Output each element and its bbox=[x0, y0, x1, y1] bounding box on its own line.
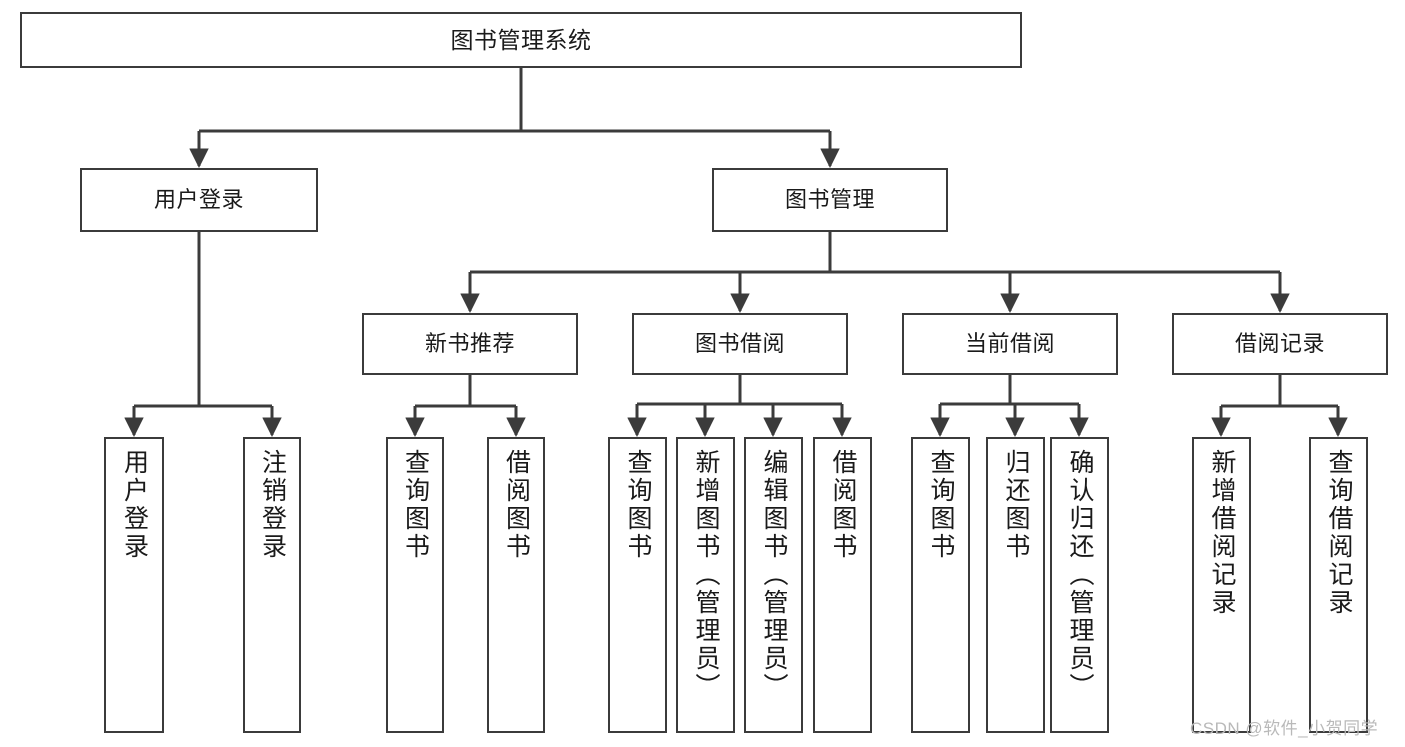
node-user-login-label: 用户登录 bbox=[153, 187, 244, 213]
node-new-book-recommend[interactable]: 新书推荐 bbox=[362, 313, 578, 375]
node-book-management-label: 图书管理 bbox=[784, 187, 875, 213]
node-current-borrow[interactable]: 当前借阅 bbox=[902, 313, 1118, 375]
leaf-user-login-label: 用户登录 bbox=[120, 449, 149, 561]
leaf-user-login[interactable]: 用户登录 bbox=[104, 437, 164, 733]
node-book-borrow-label: 图书借阅 bbox=[694, 331, 785, 357]
leaf-borrow-book[interactable]: 借阅图书 bbox=[813, 437, 872, 733]
leaf-query-book-current[interactable]: 查询图书 bbox=[911, 437, 970, 733]
leaf-query-book-current-label: 查询图书 bbox=[927, 449, 955, 561]
node-current-borrow-label: 当前借阅 bbox=[964, 331, 1055, 357]
node-user-login[interactable]: 用户登录 bbox=[80, 168, 318, 232]
leaf-query-borrow-record[interactable]: 查询借阅记录 bbox=[1309, 437, 1368, 733]
leaf-query-book-recommend-label: 查询图书 bbox=[401, 449, 430, 561]
leaf-return-book-label: 归还图书 bbox=[1002, 449, 1030, 561]
leaf-add-book[interactable]: 新增图书（管理员） bbox=[676, 437, 735, 733]
leaf-edit-book[interactable]: 编辑图书（管理员） bbox=[744, 437, 803, 733]
leaf-query-book-borrow[interactable]: 查询图书 bbox=[608, 437, 667, 733]
node-borrow-record-label: 借阅记录 bbox=[1234, 331, 1325, 357]
leaf-query-book-borrow-label: 查询图书 bbox=[624, 449, 652, 561]
leaf-borrow-book-recommend-label: 借阅图书 bbox=[502, 449, 531, 561]
node-new-book-recommend-label: 新书推荐 bbox=[424, 331, 515, 357]
leaf-return-book[interactable]: 归还图书 bbox=[986, 437, 1045, 733]
node-borrow-record[interactable]: 借阅记录 bbox=[1172, 313, 1388, 375]
leaf-add-book-label: 新增图书（管理员） bbox=[692, 449, 720, 701]
leaf-borrow-book-recommend[interactable]: 借阅图书 bbox=[487, 437, 545, 733]
leaf-borrow-book-label: 借阅图书 bbox=[829, 449, 857, 561]
leaf-edit-book-label: 编辑图书（管理员） bbox=[760, 449, 788, 701]
node-root-label: 图书管理系统 bbox=[450, 26, 592, 53]
leaf-query-borrow-record-label: 查询借阅记录 bbox=[1325, 449, 1353, 617]
leaf-logout-label: 注销登录 bbox=[258, 449, 287, 561]
leaf-query-book-recommend[interactable]: 查询图书 bbox=[386, 437, 444, 733]
node-book-management[interactable]: 图书管理 bbox=[712, 168, 948, 232]
leaf-add-borrow-record[interactable]: 新增借阅记录 bbox=[1192, 437, 1251, 733]
node-root[interactable]: 图书管理系统 bbox=[20, 12, 1022, 68]
node-book-borrow[interactable]: 图书借阅 bbox=[632, 313, 848, 375]
leaf-confirm-return[interactable]: 确认归还（管理员） bbox=[1050, 437, 1109, 733]
leaf-confirm-return-label: 确认归还（管理员） bbox=[1066, 449, 1094, 701]
csdn-watermark: CSDN @软件_小贺同学 bbox=[1190, 719, 1379, 738]
leaf-add-borrow-record-label: 新增借阅记录 bbox=[1208, 449, 1236, 617]
leaf-logout[interactable]: 注销登录 bbox=[243, 437, 301, 733]
